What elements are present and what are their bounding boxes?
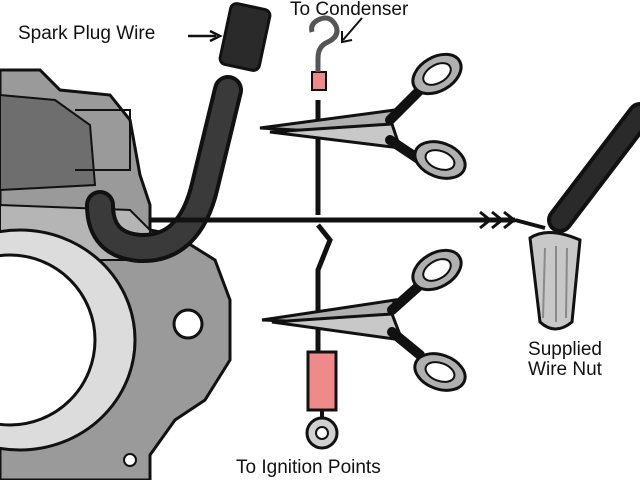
label-wire-nut: Wire Nut <box>528 358 602 380</box>
scissors-upper <box>259 52 467 180</box>
condenser-hook-terminal <box>309 15 340 72</box>
spark-plug-boot <box>218 2 272 72</box>
label-supplied-wire-nut: Supplied Wire Nut <box>506 340 624 380</box>
wire-nut-assembly <box>528 102 640 331</box>
label-supplied: Supplied <box>528 339 602 360</box>
label-arrows <box>188 17 363 44</box>
label-to-ignition-points: To Ignition Points <box>236 457 381 478</box>
label-spark-plug-wire: Spark Plug Wire <box>18 23 156 44</box>
ignition-terminal-sleeve <box>306 350 338 412</box>
condenser-lead <box>309 15 340 215</box>
label-to-condenser: To Condenser <box>290 0 409 20</box>
scissors-lower <box>261 248 467 392</box>
condenser-terminal-sleeve <box>311 71 327 91</box>
main-wire <box>150 210 546 230</box>
spark-plug-wire <box>85 2 272 264</box>
arrow-to-condenser <box>342 17 363 41</box>
engine-housing <box>0 68 232 482</box>
ignition-points-lead <box>305 223 339 450</box>
